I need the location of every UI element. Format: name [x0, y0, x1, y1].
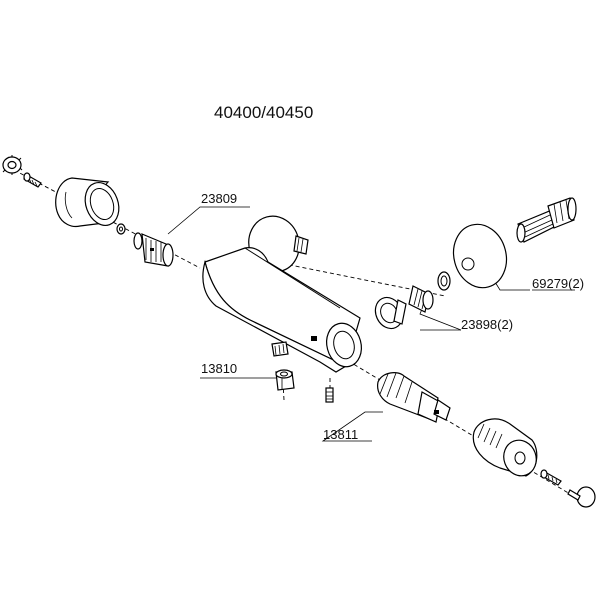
end-cap-right: [567, 486, 596, 508]
diagram-title: 40400/40450: [214, 103, 314, 122]
eccentric-connector: [516, 197, 577, 243]
temperature-handle: [472, 418, 538, 477]
part-label-23898: 23898(2): [461, 317, 514, 332]
connector-nut-23898: [374, 296, 407, 330]
grub-screw: [325, 387, 334, 403]
end-cap-left: [2, 155, 23, 175]
cartridge-13811: [377, 372, 451, 423]
sleeve-left: [55, 177, 120, 228]
part-label-23809: 23809: [201, 191, 238, 206]
wall-flange-69279: [452, 223, 508, 289]
cartridge-23809: [133, 232, 174, 267]
filter-23898: [408, 285, 434, 313]
part-label-13811: 13811: [323, 427, 359, 442]
washer-left: [116, 223, 126, 235]
seal-ring: [437, 271, 451, 291]
mixer-body: [202, 215, 362, 373]
part-label-69279: 69279(2): [532, 276, 585, 291]
screw-right: [540, 469, 562, 486]
leader-lines: [167, 206, 575, 442]
screw-left: [23, 172, 42, 188]
part-label-13810: 13810: [201, 361, 238, 376]
nut-13810: [275, 369, 295, 391]
